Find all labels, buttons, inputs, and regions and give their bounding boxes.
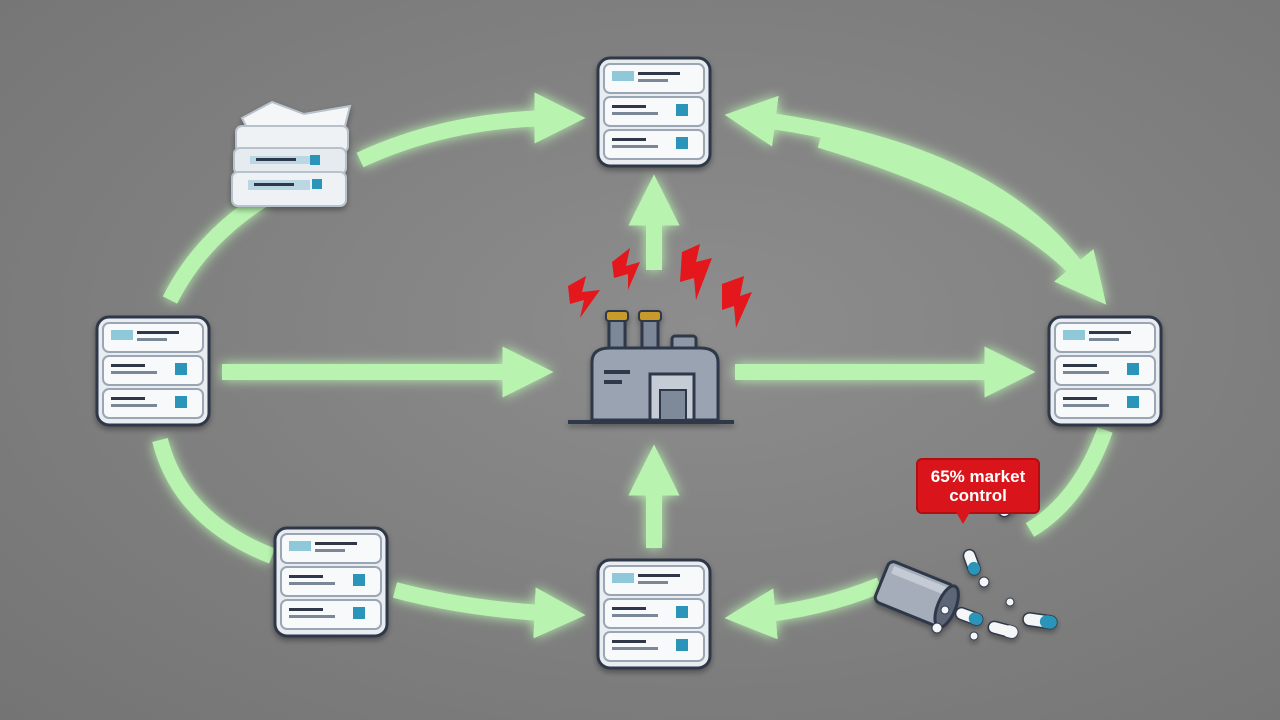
pill-icon [1022, 612, 1058, 630]
arrows [152, 92, 1113, 640]
spark-icon [680, 244, 712, 300]
server-rack-icon [596, 56, 712, 168]
arrow-left-to-bottom-left [152, 437, 275, 564]
arrow-right-to-bottle [1025, 427, 1113, 537]
arrow-top-to-right-server [817, 132, 1107, 305]
arrow-bottomleft-to-bottom-center [392, 582, 586, 639]
arrow-left-to-docs [162, 193, 267, 304]
arrow-docs-to-top-server [356, 92, 586, 168]
arrow-bottle-to-bottom-center [724, 577, 884, 640]
document-stack-icon [231, 100, 352, 207]
spark-icon [722, 276, 752, 328]
pill-icon [962, 548, 981, 576]
market-control-callout: 65% market control [916, 458, 1040, 524]
server-rack-icon [273, 526, 389, 638]
alert-spark-icons [568, 244, 752, 328]
spark-icon [568, 276, 600, 318]
pill-icon [954, 606, 984, 626]
server-rack-icon [95, 315, 211, 427]
server-rack-icon [1047, 315, 1163, 427]
factory-icon [568, 310, 734, 424]
server-rack-icon [596, 558, 712, 670]
callout-line-1: 65% market [930, 467, 1026, 486]
spilled-pill-bottle-icon [873, 494, 1058, 641]
arrow-right-to-top-server [724, 95, 1092, 285]
callout-line-2: control [949, 486, 1007, 505]
pill-icon [987, 620, 1019, 639]
spark-icon [612, 248, 640, 290]
